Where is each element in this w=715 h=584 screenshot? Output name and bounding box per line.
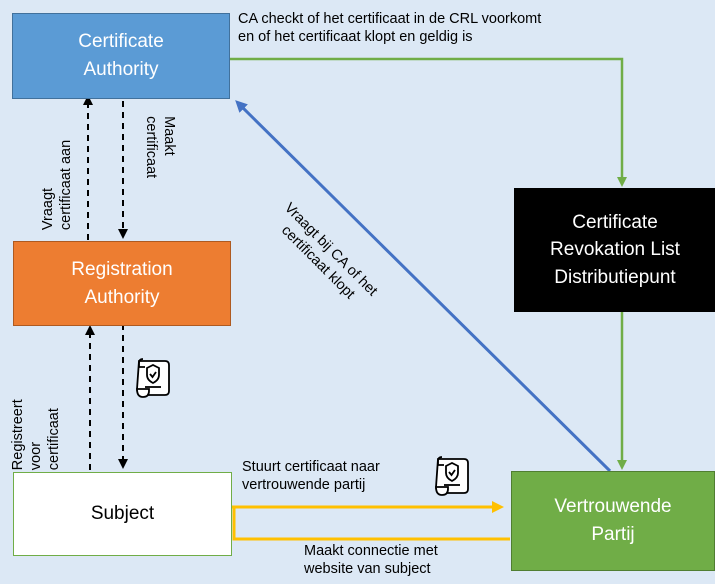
- vp-to-subject-connection: [232, 507, 510, 541]
- maakt-certificaat-label: Maakt certificaat: [143, 116, 178, 179]
- registration-authority-label: Registration Authority: [71, 258, 173, 308]
- registration-authority-box: Registration Authority: [13, 241, 231, 326]
- vertrouwende-partij-label: Vertrouwende Partij: [554, 496, 672, 545]
- subject-box: Subject: [13, 472, 232, 556]
- ca-check-label: CA checkt of het certificaat in de CRL v…: [238, 11, 542, 46]
- certificate-authority-box: Certificate Authority: [12, 13, 230, 99]
- certificate-icon: [435, 456, 469, 496]
- maakt-connectie-label: Maakt connectie met website van subject: [304, 543, 438, 578]
- vraagt-certificaat-label: Vraagt certificaat aan: [39, 139, 74, 231]
- subject-label: Subject: [90, 503, 155, 525]
- crl-distribution-point-box: Certificate Revokation List Distributiep…: [514, 188, 715, 312]
- crl-distribution-point-label: Certificate Revokation List Distributiep…: [550, 211, 680, 288]
- certificate-icon: [136, 358, 170, 398]
- ca-to-crl-arrow: [230, 57, 627, 187]
- vp-to-ca-arrow: [235, 100, 612, 473]
- certificate-authority-label: Certificate Authority: [78, 31, 164, 80]
- registreert-label: Registreert voor certificaat: [9, 399, 63, 471]
- vertrouwende-partij-box: Vertrouwende Partij: [511, 471, 715, 571]
- stuurt-certificaat-label: Stuurt certificaat naar vertrouwende par…: [242, 459, 380, 494]
